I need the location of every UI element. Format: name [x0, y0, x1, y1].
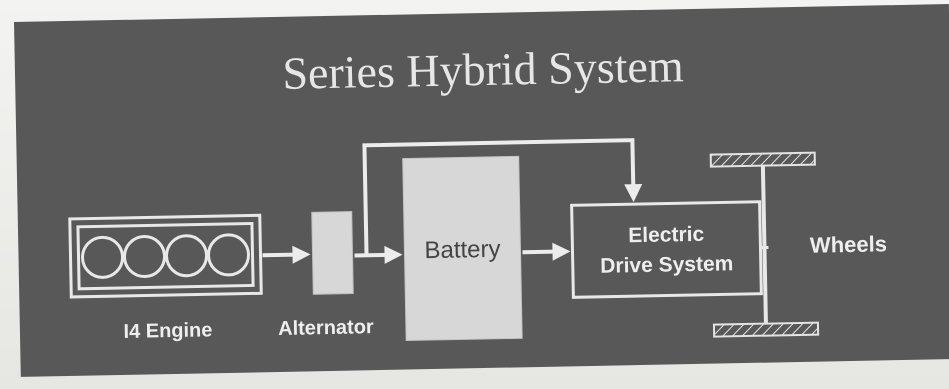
- lower-wheel: [712, 321, 820, 338]
- electric-drive-label-line1: Electric: [628, 223, 705, 247]
- engine-to-alternator-arrow: [262, 245, 311, 264]
- battery-label: Battery: [424, 236, 501, 264]
- cylinder-3: [165, 234, 209, 278]
- series-hybrid-diagram: Series Hybrid System I4 Engine Alternato…: [68, 40, 887, 343]
- wheel-axle: [760, 165, 769, 324]
- alternator-to-battery-arrow: [354, 245, 403, 264]
- alternator-label: Alternator: [278, 316, 374, 340]
- electric-drive-box: [570, 200, 763, 299]
- engine-label: I4 Engine: [123, 319, 212, 343]
- electric-drive-label-line2: Drive System: [600, 252, 733, 278]
- diagram-title: Series Hybrid System: [282, 40, 684, 99]
- engine-block: [68, 213, 263, 299]
- cylinder-2: [123, 235, 167, 279]
- battery-block: [402, 155, 523, 342]
- upper-wheel: [709, 151, 816, 168]
- cylinder-4: [207, 233, 251, 277]
- slide: Series Hybrid System I4 Engine Alternato…: [14, 4, 949, 377]
- battery-to-drive-arrow: [522, 242, 571, 261]
- alternator-block: [311, 211, 354, 295]
- wheels-label: Wheels: [810, 231, 887, 257]
- cylinder-1: [81, 235, 125, 279]
- bypass-arrow: [362, 138, 643, 256]
